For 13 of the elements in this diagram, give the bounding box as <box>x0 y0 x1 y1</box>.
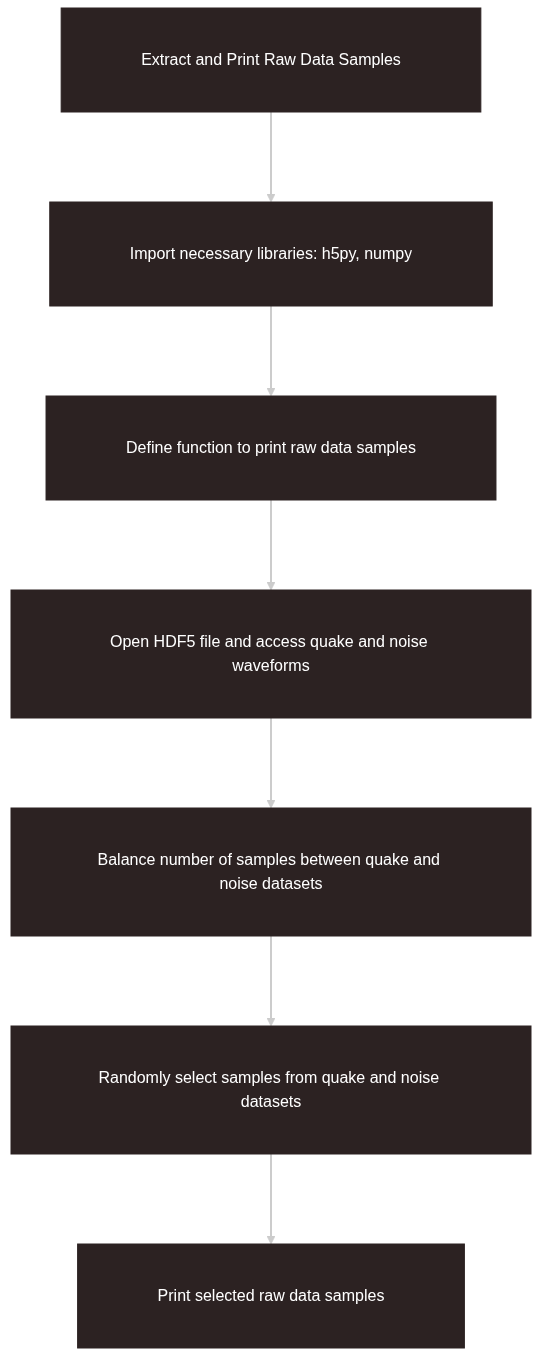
node-box: Randomly select samples from quake and noise datasets <box>10 1025 532 1155</box>
node-box: Define function to print raw data samples <box>45 395 497 501</box>
node-box: Import necessary libraries: h5py, numpy <box>49 201 493 307</box>
arrow <box>266 499 276 591</box>
arrow <box>266 111 276 203</box>
node-box: Print selected raw data samples <box>77 1243 465 1349</box>
arrow <box>266 935 276 1027</box>
node-box: Balance number of samples between quake and noise datasets <box>10 807 532 937</box>
node-box: Extract and Print Raw Data Samples <box>60 7 482 113</box>
node-box: Open HDF5 file and access quake and noise waveforms <box>10 589 532 719</box>
arrow <box>266 305 276 397</box>
arrow <box>266 717 276 809</box>
arrow <box>266 1153 276 1245</box>
